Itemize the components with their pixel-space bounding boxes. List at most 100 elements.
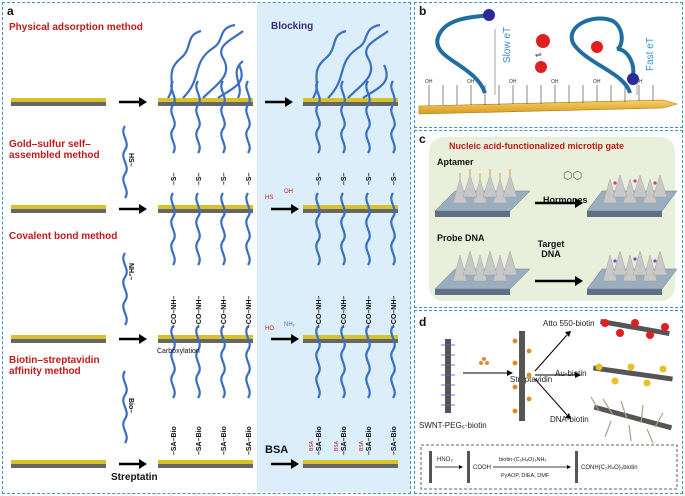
panel-c: c Nucleic acid-functionalized microtip g… (414, 130, 683, 308)
conh-8: –CO–NH– (391, 296, 398, 328)
oh-4: OH (551, 79, 559, 85)
atto-label: Atto 550-biotin (543, 319, 595, 328)
atto-product (600, 318, 670, 339)
oh-3: OH (509, 79, 517, 85)
oh-6: OH (635, 79, 643, 85)
conh-7: –CO–NH– (366, 296, 373, 328)
sabio-4: –SA–Bio (246, 426, 253, 455)
sabio-3: –SA–Bio (221, 426, 228, 455)
panel-b-label: b (419, 4, 427, 18)
bsa-small-1: BSA (309, 440, 315, 451)
carboxylation-label: Carboxylation (157, 348, 200, 355)
equilibrium-arrow: ⇌ (535, 50, 542, 59)
panel-d-drawing: HNO₃ COOH biotin-(C₂H₄O)₃NH₂ PyAOP, DIEA… (420, 318, 678, 490)
redox-label-slow (483, 9, 495, 21)
aptamer-label: Aptamer (437, 157, 474, 167)
cooh-label: COOH (473, 465, 491, 471)
target-dna-label: Target DNA (537, 239, 565, 259)
hno3-label: HNO₃ (437, 457, 453, 463)
panel-d: d Streptavidin SWNT-PEG₆-biotin Atto 550… (414, 310, 683, 494)
sabio-5: –SA–Bio (316, 426, 323, 455)
product-label: CONH(C₂H₄O)₃biotin (581, 465, 638, 471)
method-title-covalent: Covalent bond method (9, 231, 118, 242)
oh-1: OH (425, 79, 433, 85)
aptamer-open (435, 13, 489, 94)
microtips-aptamer-before (452, 174, 518, 204)
panel-c-drawing: ⬡⬡ (434, 169, 678, 295)
swnt-label: SWNT-PEG₆-biotin (419, 421, 487, 430)
hs-link-3: –S– (221, 172, 228, 185)
scheme-box (420, 444, 678, 490)
microtips-aptamer-after (602, 174, 668, 204)
conh-2: –CO–NH– (196, 296, 203, 328)
conh-6: –CO–NH– (341, 296, 348, 328)
microelectrode (418, 99, 679, 115)
panel-a-label: a (7, 4, 14, 18)
hormones-label: Hormones (543, 195, 588, 205)
reagent-label: biotin-(C₂H₄O)₃NH₂ (499, 457, 547, 463)
hs-link-5: –S– (316, 172, 323, 185)
au-label: Au-biotin (555, 369, 587, 378)
mch-oh-label: OH (284, 189, 293, 195)
probe-dna-label: Probe DNA (437, 233, 485, 243)
panel-d-label: d (419, 315, 427, 329)
swnt-tube (445, 339, 451, 413)
hs-link-7: –S– (366, 172, 373, 185)
streptavidin-label: Streptavidin (510, 375, 553, 384)
bio-probe-label: Bio– (127, 398, 134, 413)
panel-c-label: c (419, 132, 426, 146)
conh-1: –CO–NH– (171, 296, 178, 328)
oh-5: OH (593, 79, 601, 85)
blocking-column-shade (257, 3, 410, 492)
bsa-label: BSA (265, 444, 288, 456)
hs-link-4: –S– (246, 172, 253, 185)
hs-link-1: –S– (171, 172, 178, 185)
conditions-label: PyAOP, DIEA, DMF (501, 473, 550, 479)
method-title-physical: Physical adsorption method (9, 22, 143, 33)
target-molecule-1 (536, 34, 550, 48)
hormone-molecule-icon: ⬡⬡ (563, 170, 582, 182)
fast-et-label: Fast eT (645, 37, 656, 71)
panel-b: b OH OH OH OH OH OH (414, 2, 683, 128)
method-title-gold-sulfur: Gold–sulfur self–assembled method (9, 139, 100, 161)
bsa-small-2: BSA (334, 440, 340, 451)
hs-link-8: –S– (391, 172, 398, 185)
oh-2: OH (467, 79, 475, 85)
panel-a: a Blocking Physical adsorption method Go… (2, 2, 411, 494)
blocking-heading: Blocking (271, 21, 314, 32)
conh-5: –CO–NH– (316, 296, 323, 328)
slow-et-label: Slow eT (502, 27, 513, 63)
bsa-small-3: BSA (359, 440, 365, 451)
hs-probe-label: HS– (127, 153, 134, 167)
eta-nh2-label: NH₂ (284, 322, 296, 328)
hs-link-6: –S– (341, 172, 348, 185)
target-molecule-2 (535, 61, 547, 73)
nh2-probe-label: NH₂– (127, 263, 134, 280)
sabio-7: –SA–Bio (366, 426, 373, 455)
linker-chains (428, 85, 654, 106)
swnt-streptavidin (519, 331, 525, 421)
au-product (592, 363, 673, 387)
microtips-probe-before (452, 250, 518, 282)
eta-ho-label: HO (265, 326, 274, 332)
redox-label-fast (627, 73, 639, 85)
hs-link-2: –S– (196, 172, 203, 185)
dna-label: DNA-biotin (550, 415, 589, 424)
mch-hs-label: HS (265, 195, 273, 201)
row-physical (11, 23, 398, 109)
sabio-2: –SA–Bio (196, 426, 203, 455)
dna-product (590, 396, 673, 444)
sabio-8: –SA–Bio (391, 426, 398, 455)
target-bound (591, 41, 603, 53)
panel-a-drawing: HS– –S– –S– –S– –S– –S– –S– –S– –S– NH₂–… (11, 23, 398, 483)
conh-4: –CO–NH– (246, 296, 253, 328)
row-covalent (11, 191, 398, 346)
conh-3: –CO–NH– (221, 296, 228, 328)
method-title-biotin: Biotin–streptavidin affinity method (9, 355, 100, 377)
microtips-probe-after (602, 250, 668, 282)
streptatin-label: Streptatin (111, 472, 158, 483)
aptamer-folded (569, 16, 636, 94)
panel-b-drawing: OH OH OH OH OH OH ⇌ Slow eT Fast eT (418, 9, 679, 115)
sabio-1: –SA–Bio (171, 426, 178, 455)
gate-title: Nucleic acid-functionalized microtip gat… (449, 141, 625, 151)
